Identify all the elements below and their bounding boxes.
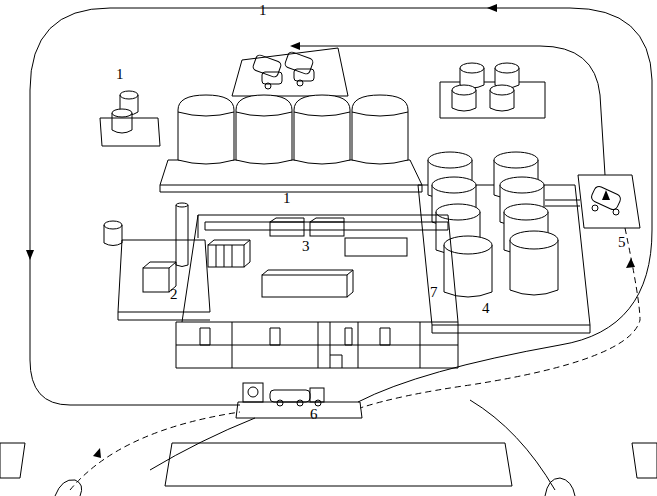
big-tanks [418,152,590,333]
road-lines [30,8,652,490]
loading-station [545,175,640,228]
gate-weighbridge [236,383,362,418]
callout-number: 2 [170,286,178,302]
callout-number: 3 [302,238,310,254]
boiler-area [104,203,210,320]
callout-number: 5 [618,234,626,250]
callout-number: 1 [283,190,291,206]
callout-number: 7 [430,284,438,300]
road-arrows [26,4,635,458]
entrance [0,443,657,496]
callout-number: 1 [259,2,267,18]
callout-number: 4 [482,300,490,316]
main-building [176,215,458,368]
small-tanks-right [440,63,545,118]
horizontal-tanks [160,48,422,192]
callout-number: 6 [310,406,318,422]
small-tanks-left [100,91,160,146]
callout-number: 1 [116,66,124,82]
